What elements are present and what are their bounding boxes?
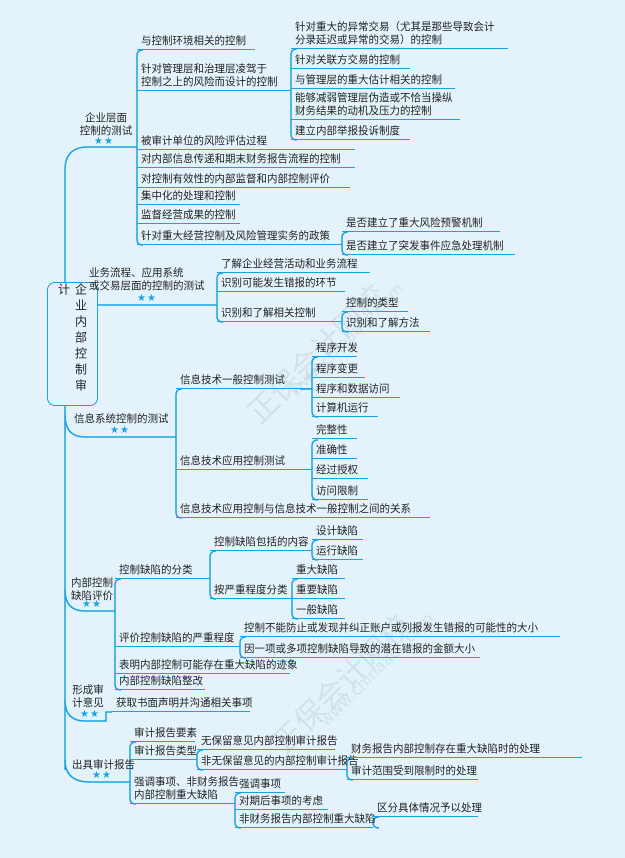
node[interactable]: 重要缺陷 xyxy=(292,584,345,599)
node[interactable]: 建立内部举报投诉制度 xyxy=(291,125,410,140)
node[interactable]: 信息技术应用控制与信息技术一般控制之间的关系 xyxy=(176,503,430,518)
node[interactable]: 因一项或多项控制缺陷导致的潜在错报的金额大小 xyxy=(240,643,480,658)
node[interactable]: 了解企业经营活动和业务流程 xyxy=(217,258,370,273)
node[interactable]: 准确性 xyxy=(312,444,357,459)
node[interactable]: 强调事项、非财务报告 内部控制重大缺陷 xyxy=(130,776,239,804)
node[interactable]: 控制缺陷的分类 xyxy=(115,564,210,579)
node[interactable]: 非无保留意见的内部控制审计报告 xyxy=(197,755,359,770)
node[interactable]: 与管理层的重大估计相关的控制 xyxy=(291,74,455,89)
node[interactable]: 程序和数据访问 xyxy=(312,383,400,398)
connector xyxy=(175,388,183,519)
node[interactable]: 计算机运行 xyxy=(312,402,378,417)
node[interactable]: 内部控制缺陷整改 xyxy=(115,675,205,690)
node[interactable]: 集中化的处理和控制 xyxy=(137,190,240,205)
connector xyxy=(64,699,112,722)
branch-audit-opinion[interactable]: 形成审 计意见 xyxy=(72,684,104,709)
node[interactable]: 是否建立了重大风险预警机制 xyxy=(342,217,500,232)
importance-stars: ★★ xyxy=(110,425,130,436)
node[interactable]: 访问限制 xyxy=(312,485,368,500)
branch-audit-report[interactable]: 出具审计报告 xyxy=(72,759,135,771)
node[interactable]: 识别和了解方法 xyxy=(342,317,430,332)
node[interactable]: 对控制有效性的内部监督和内部控制评价 xyxy=(137,173,350,188)
connector xyxy=(372,816,380,829)
node[interactable]: 一般缺陷 xyxy=(292,604,345,619)
node[interactable]: 审计范围受到限制时的处理 xyxy=(347,765,478,780)
node[interactable]: 审计报告要素 xyxy=(130,727,197,742)
importance-stars: ★★ xyxy=(82,599,102,610)
node[interactable]: 审计报告类型 xyxy=(130,745,197,760)
node[interactable]: 重大缺陷 xyxy=(292,564,345,579)
connector xyxy=(64,759,130,783)
importance-stars: ★★ xyxy=(94,136,114,147)
node[interactable]: 信息技术一般控制测试 xyxy=(176,374,312,389)
node[interactable]: 运行缺陷 xyxy=(312,545,363,560)
node[interactable]: 被审计单位的风险评估过程 xyxy=(137,135,355,150)
node[interactable]: 是否建立了突发事件应急处理机制 xyxy=(342,240,515,255)
node[interactable]: 设计缺陷 xyxy=(312,525,363,540)
node[interactable]: 针对关联方交易的控制 xyxy=(291,54,410,69)
branch-enterprise-level[interactable]: 企业层面 控制的测试 xyxy=(79,112,133,137)
node[interactable]: 能够减弱管理层伪造或不恰当操纵 财务结果的动机及压力的控制 xyxy=(291,92,460,120)
node[interactable]: 针对重大的异常交易（尤其是那些导致会计 分录延迟或异常的交易）的控制 xyxy=(291,21,508,49)
node[interactable]: 强调事项 xyxy=(235,778,285,793)
root-label: 企业内部控制审计 xyxy=(56,283,88,395)
node[interactable]: 完整性 xyxy=(312,424,357,439)
node[interactable]: 识别可能发生错报的环节 xyxy=(217,277,345,292)
connector xyxy=(64,414,176,438)
node[interactable]: 识别和了解相关控制 xyxy=(217,307,342,322)
branch-it-controls[interactable]: 信息系统控制的测试 xyxy=(74,413,169,425)
node[interactable]: 与控制环境相关的控制 xyxy=(137,35,255,50)
node[interactable]: 表明内部控制可能存在重大缺陷的迹象 xyxy=(115,659,298,674)
node[interactable]: 获取书面声明并沟通相关事项 xyxy=(112,697,253,712)
node[interactable]: 控制缺陷包括的内容 xyxy=(210,536,312,551)
node[interactable]: 控制不能防止或发现并纠正账户或列报发生错报的可能性的大小 xyxy=(240,622,560,637)
node[interactable]: 对内部信息传递和期末财务报告流程的控制 xyxy=(137,153,355,168)
node[interactable]: 监督经营成果的控制 xyxy=(137,209,240,224)
connector xyxy=(64,589,115,612)
node[interactable]: 针对管理层和治理层凌驾于 控制之上的风险而设计的控制 xyxy=(137,63,291,91)
node[interactable]: 信息技术应用控制测试 xyxy=(176,455,312,470)
branch-business-process[interactable]: 业务流程、应用系统 或交易层面的控制的测试 xyxy=(89,267,205,292)
importance-stars: ★★ xyxy=(92,770,112,781)
node[interactable]: 针对重大经营控制及风险管理实务的政策 xyxy=(137,230,342,245)
branch-deficiency-evaluation[interactable]: 内部控制 缺陷评价 xyxy=(71,577,113,602)
node[interactable]: 控制的类型 xyxy=(342,297,408,312)
node[interactable]: 程序开发 xyxy=(312,342,358,357)
node[interactable]: 对期后事项的考虑 xyxy=(235,795,328,810)
node[interactable]: 区分具体情况予以处理 xyxy=(373,802,482,817)
node[interactable]: 经过授权 xyxy=(312,464,368,479)
node[interactable]: 程序变更 xyxy=(312,363,365,378)
root-node[interactable]: 企业内部控制审计 xyxy=(47,282,98,406)
node[interactable]: 财务报告内部控制存在重大缺陷时的处理 xyxy=(347,743,582,758)
node[interactable]: 无保留意见内部控制审计报告 xyxy=(197,735,338,750)
node[interactable]: 评价控制缺陷的严重程度 xyxy=(115,632,240,647)
node[interactable]: 非财务报告内部控制重大缺陷 xyxy=(235,813,376,828)
importance-stars: ★★ xyxy=(80,709,100,720)
node[interactable]: 按严重程度分类 xyxy=(210,584,292,599)
importance-stars: ★★ xyxy=(137,293,157,304)
connector xyxy=(64,146,137,770)
